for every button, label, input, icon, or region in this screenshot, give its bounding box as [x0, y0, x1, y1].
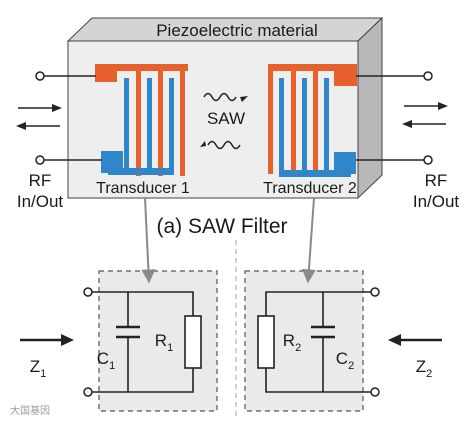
right-terminal-bottom [423, 155, 433, 165]
saw-right-arrow [240, 96, 248, 102]
left-terminal-top [35, 71, 45, 81]
left-rc-circuit: C1 R1 [83, 287, 202, 397]
left-in-arrow-head [52, 104, 62, 112]
right-circuit-terminal-top [370, 287, 380, 297]
watermark: 大国基因 [10, 404, 50, 417]
block-side-face [357, 16, 383, 200]
z1-label: Z1 [30, 357, 47, 380]
idt2-top-busbar [268, 64, 357, 71]
saw-wave-squiggle-bottom [207, 140, 241, 150]
right-res-label: R2 [283, 331, 301, 354]
z1-indicator: Z1 [20, 334, 74, 380]
saw-label: SAW [207, 109, 245, 128]
idt2-blue-finger [324, 78, 329, 177]
left-terminal-bottom [35, 155, 45, 165]
idt2-blue-finger [279, 78, 284, 177]
saw-wave-squiggle-top [203, 92, 237, 102]
right-port: RF In/Out [356, 71, 460, 211]
idt2-orange-finger [268, 64, 273, 174]
idt2-bottom-busbar [279, 170, 351, 177]
left-resistor [184, 315, 202, 369]
left-port-label-rf: RF [29, 171, 52, 190]
z2-indicator: Z2 [388, 334, 442, 380]
idt1-orange-finger [180, 64, 185, 176]
transducer-1-mapping-arrow [141, 197, 156, 284]
left-circuit-top-wire [92, 291, 194, 316]
saw-left-arrow [200, 141, 206, 147]
transducer-2-mapping-arrow [301, 197, 316, 284]
idt1-bottom-busbar [108, 168, 173, 175]
equivalent-circuit: C1 R1 R2 C2 Z1 Z2 [20, 197, 442, 418]
left-circuit-bottom-wire [92, 368, 194, 393]
idt1-blue-finger [124, 78, 129, 175]
idt1-orange-finger [158, 64, 163, 176]
right-out-arrow-head [438, 102, 448, 110]
idt2-top-pad [334, 64, 357, 86]
right-port-label-inout: In/Out [413, 192, 460, 211]
idt2-bottom-pad [334, 152, 356, 174]
z2-label: Z2 [416, 357, 433, 380]
idt1-top-pad [95, 64, 117, 82]
left-circuit-terminal-top [83, 287, 93, 297]
transducer-2-label: Transducer 2 [263, 180, 357, 197]
idt1-blue-finger [169, 78, 174, 175]
right-port-label-rf: RF [425, 171, 448, 190]
figure-caption: (a) SAW Filter [156, 215, 287, 238]
transducer-2-idt [268, 64, 357, 177]
idt1-orange-finger [136, 64, 141, 176]
idt2-orange-finger [313, 64, 318, 174]
right-cap-label: C2 [336, 349, 354, 372]
right-circuit-bottom-wire [265, 368, 371, 393]
left-out-arrow-head [16, 122, 26, 130]
transducer-1-label: Transducer 1 [96, 180, 190, 197]
saw-wave-indicator: SAW [200, 92, 248, 150]
z1-arrow-head [61, 334, 74, 346]
left-circuit-terminal-bottom [83, 387, 93, 397]
left-port-label-inout: In/Out [17, 192, 64, 211]
z2-arrow-head [388, 334, 401, 346]
right-in-arrow-head [402, 120, 412, 128]
right-circuit-top-wire [265, 291, 371, 316]
left-cap-label: C1 [97, 349, 115, 372]
block-title: Piezoelectric material [156, 21, 318, 40]
idt1-bottom-pad [101, 151, 123, 173]
right-terminal-top [423, 71, 433, 81]
left-res-label: R1 [155, 331, 173, 354]
idt1-blue-finger [147, 78, 152, 175]
transducer-1-idt [95, 64, 188, 176]
idt2-orange-finger [291, 64, 296, 174]
right-rc-circuit: R2 C2 [257, 287, 380, 397]
right-circuit-terminal-bottom [370, 387, 380, 397]
idt1-top-busbar [95, 64, 188, 71]
idt2-blue-finger [302, 78, 307, 177]
right-resistor [257, 315, 275, 369]
left-port: RF In/Out [16, 71, 102, 211]
